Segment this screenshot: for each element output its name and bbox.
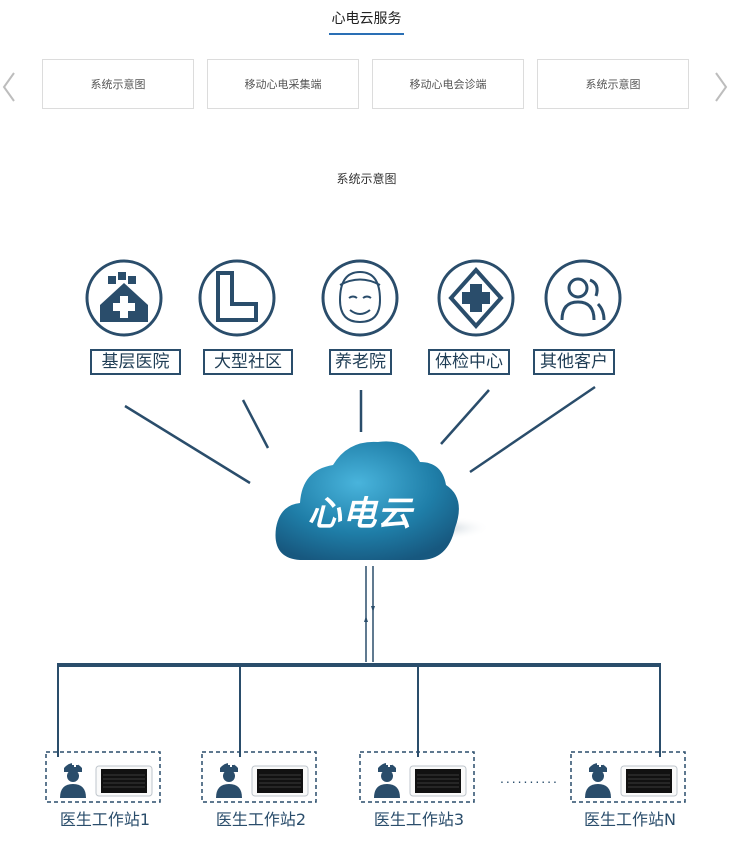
ecg-monitor-icon: [409, 765, 467, 797]
client-label-primary-hospital: 基层医院: [90, 349, 181, 375]
station-drops: [57, 665, 661, 757]
carousel-prev-arrow-icon[interactable]: [0, 70, 20, 104]
client-connectors: [124, 385, 596, 485]
diagram-caption: 系统示意图: [336, 172, 397, 186]
ecg-monitor-icon: [620, 765, 678, 797]
station-label-1: 医生工作站1: [59, 810, 151, 829]
carousel-next-arrow-icon[interactable]: [710, 70, 730, 104]
hospital-icon: [85, 259, 163, 337]
client-label-other-customers: 其他客户: [533, 349, 615, 375]
doctor-icon: [216, 761, 242, 798]
doctor-icon: [585, 761, 611, 798]
doctor-workstation: [201, 751, 317, 803]
medical-cross-icon: [437, 259, 515, 337]
doctor-icon: [374, 761, 400, 798]
tab-mobile-ecg-collector[interactable]: 移动心电采集端: [207, 59, 359, 109]
doctor-workstation: [45, 751, 161, 803]
up-arrow-icon: [371, 606, 375, 612]
client-label-large-community: 大型社区: [203, 349, 293, 375]
client-label-nursing-home: 养老院: [329, 349, 392, 375]
cloud-label: 心电云: [307, 494, 413, 534]
client-label-health-check-center: 体检中心: [428, 349, 510, 375]
ecg-monitor-icon: [95, 765, 153, 797]
doctor-icon: [60, 761, 86, 798]
doctor-workstation: [359, 751, 475, 803]
station-label-2: 医生工作站2: [215, 810, 307, 829]
down-arrow-icon: [364, 616, 368, 622]
ellipsis: ..........: [500, 770, 559, 786]
section-title: 心电云服务: [331, 10, 402, 26]
tab-system-diagram-2[interactable]: 系统示意图: [537, 59, 689, 109]
cloud-shape: [275, 441, 459, 560]
tab-system-diagram[interactable]: 系统示意图: [42, 59, 194, 109]
station-label-n: 医生工作站N: [584, 810, 676, 829]
users-icon: [544, 259, 622, 337]
elderly-face-icon: [321, 259, 399, 337]
community-building-icon: [198, 259, 276, 337]
doctor-workstation: [570, 751, 686, 803]
cloud-bus-link: [365, 566, 374, 662]
station-label-3: 医生工作站3: [373, 810, 465, 829]
tab-mobile-ecg-consultation[interactable]: 移动心电会诊端: [372, 59, 524, 109]
section-title-underline: [329, 33, 404, 35]
ecg-monitor-icon: [251, 765, 309, 797]
